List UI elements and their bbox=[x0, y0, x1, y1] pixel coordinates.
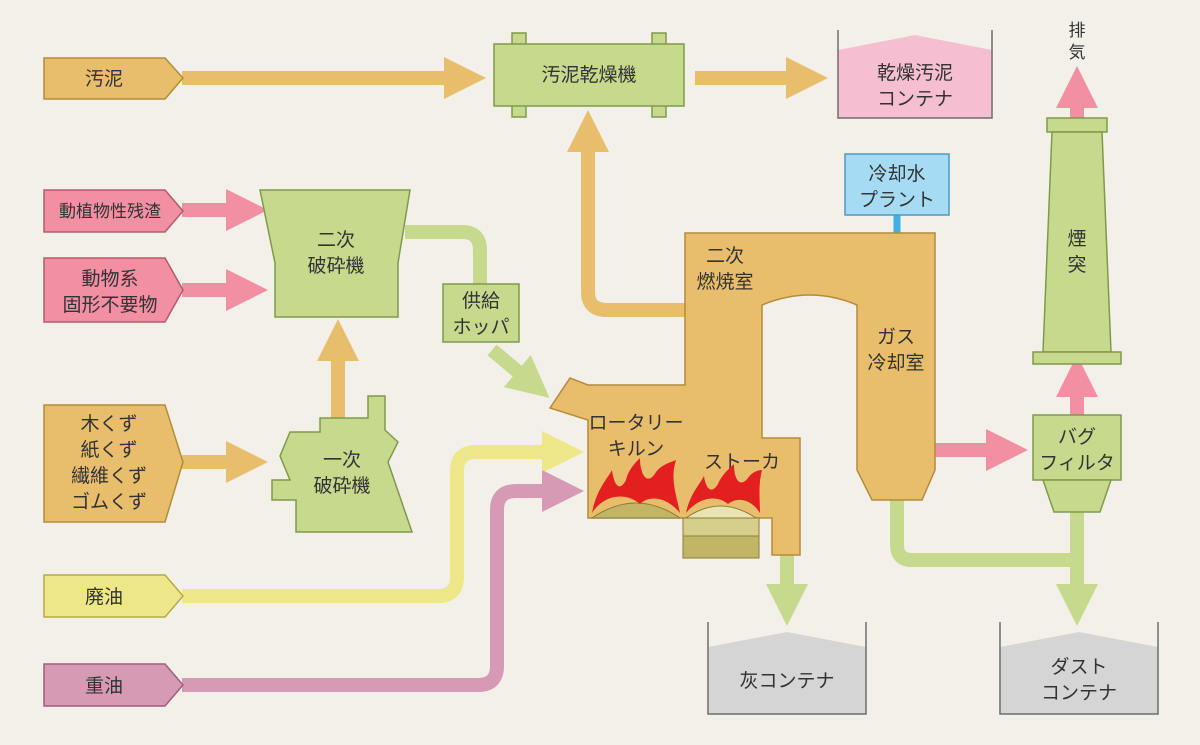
exhaust-line1: 排 bbox=[1069, 21, 1086, 41]
input-heavy-oil: 重油 bbox=[43, 663, 184, 707]
primary-crusher-line1: 一次 bbox=[323, 449, 361, 471]
secondary-combustion-chamber-line1: 二次 bbox=[706, 245, 744, 267]
arrow-waste-oil-to-kiln bbox=[182, 431, 584, 603]
secondary-combustion-chamber-line2: 燃焼室 bbox=[696, 271, 753, 293]
flow-arrows bbox=[182, 57, 1098, 692]
input-wood-line1: 木くず bbox=[80, 413, 137, 435]
cooling-water-plant: 冷却水 プラント bbox=[844, 153, 950, 216]
ash-container-label: 灰コンテナ bbox=[739, 670, 834, 692]
gas-cooling-chamber-line1: ガス bbox=[877, 326, 915, 348]
cooling-water-plant-line2: プラント bbox=[859, 189, 935, 211]
exhaust-line2: 気 bbox=[1069, 43, 1086, 63]
secondary-crusher-line2: 破砕機 bbox=[307, 255, 364, 277]
arrow-heavy-oil-to-kiln bbox=[182, 470, 584, 692]
chimney: 煙 突 bbox=[1032, 117, 1122, 365]
input-plant-residue: 動植物性残渣 bbox=[43, 189, 184, 233]
feed-hopper-line1: 供給 bbox=[462, 290, 500, 312]
input-wood-line2: 紙くず bbox=[80, 439, 137, 461]
input-plant-residue-label: 動植物性残渣 bbox=[59, 202, 161, 222]
stoker-label: ストーカ bbox=[704, 451, 780, 473]
input-animal-waste-line1: 動物系 bbox=[81, 268, 138, 290]
rotary-kiln-line2: キルン bbox=[608, 438, 665, 460]
input-animal-waste: 動物系 固形不要物 bbox=[43, 257, 184, 323]
sludge-dryer-label: 汚泥乾燥機 bbox=[541, 64, 636, 86]
input-wood-line3: 繊維くず bbox=[71, 465, 147, 487]
chimney-line2: 突 bbox=[1067, 254, 1086, 276]
feed-hopper: 供給 ホッパ bbox=[442, 283, 520, 343]
arrow-gas-cooling-to-dust bbox=[890, 500, 1077, 567]
dust-container-line1: ダスト bbox=[1050, 656, 1107, 678]
cooling-water-plant-line1: 冷却水 bbox=[868, 163, 925, 185]
input-animal-waste-line2: 固形不要物 bbox=[62, 294, 157, 316]
incinerator-body: 二次 燃焼室 ガス 冷却室 ロータリー キルン ストーカ bbox=[548, 232, 936, 556]
dried-sludge-container: 乾燥汚泥 コンテナ bbox=[837, 30, 993, 119]
arrow-hopper-to-kiln bbox=[487, 344, 550, 398]
input-wood-line4: ゴムくず bbox=[71, 491, 147, 513]
bag-filter-line2: フィルタ bbox=[1039, 452, 1115, 474]
input-wood-paper: 木くず 紙くず 繊維くず ゴムくず bbox=[43, 404, 184, 523]
secondary-crusher: 二次 破砕機 bbox=[259, 189, 411, 318]
kiln-bed bbox=[590, 502, 760, 559]
arrow-crusher-to-hopper bbox=[405, 225, 487, 290]
input-heavy-oil-label: 重油 bbox=[85, 675, 123, 697]
sludge-dryer: 汚泥乾燥機 bbox=[493, 32, 685, 118]
dried-sludge-container-line2: コンテナ bbox=[877, 88, 953, 110]
primary-crusher-line2: 破砕機 bbox=[313, 475, 370, 497]
arrow-combustion-to-dryer bbox=[567, 110, 685, 317]
bag-filter-line1: バグ bbox=[1058, 426, 1096, 448]
input-waste-oil-label: 廃油 bbox=[85, 586, 123, 608]
input-sludge: 汚泥 bbox=[43, 57, 184, 100]
dust-container: ダスト コンテナ bbox=[999, 622, 1159, 715]
primary-crusher: 一次 破砕機 bbox=[271, 395, 414, 533]
bag-filter: バグ フィルタ bbox=[1032, 414, 1122, 513]
dust-container-line2: コンテナ bbox=[1041, 682, 1117, 704]
input-waste-oil: 廃油 bbox=[43, 574, 184, 618]
ash-container: 灰コンテナ bbox=[707, 622, 867, 715]
rotary-kiln-line1: ロータリー bbox=[588, 412, 683, 434]
secondary-crusher-line1: 二次 bbox=[317, 229, 355, 251]
chimney-line1: 煙 bbox=[1067, 228, 1086, 250]
feed-hopper-line2: ホッパ bbox=[452, 316, 509, 338]
input-sludge-label: 汚泥 bbox=[85, 68, 123, 90]
flame-icon bbox=[592, 458, 762, 513]
dried-sludge-container-line1: 乾燥汚泥 bbox=[877, 62, 953, 84]
gas-cooling-chamber-line2: 冷却室 bbox=[867, 352, 924, 374]
